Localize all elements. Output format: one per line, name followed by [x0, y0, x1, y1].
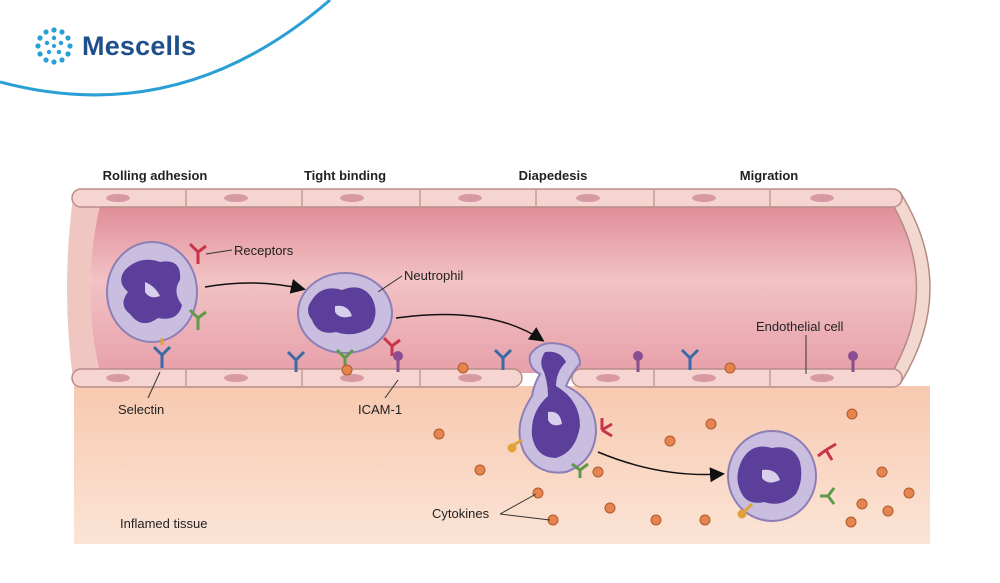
stage-title-tight-binding: Tight binding [304, 168, 386, 183]
receptor-red-4 [817, 442, 837, 461]
receptor-green-1 [188, 308, 207, 330]
brand-logo: Mescells [34, 26, 196, 66]
icam-molecule [393, 351, 403, 372]
receptor-yellow-4 [737, 502, 754, 519]
neutrophil-migration [727, 430, 817, 522]
cytokine-particles [433, 362, 915, 528]
receptor-red-2 [382, 336, 401, 356]
vessel-left-wall [67, 190, 100, 386]
label-cytokines: Cytokines [432, 506, 490, 521]
neutrophil-rolling [106, 241, 198, 343]
label-selectin: Selectin [118, 402, 164, 417]
cell-cluster-icon [35, 27, 73, 65]
migration-arrow-2 [395, 313, 545, 342]
label-icam: ICAM-1 [358, 402, 402, 417]
label-receptors: Receptors [234, 243, 294, 258]
leader-lines [147, 249, 807, 521]
stage-title-rolling-adhesion: Rolling adhesion [103, 168, 208, 183]
icam-wall-2 [848, 351, 858, 372]
migration-arrow-3 [597, 451, 725, 483]
blood-vessel-lumen [90, 205, 918, 373]
receptor-red-1 [188, 242, 207, 264]
receptor-green-4 [820, 487, 836, 505]
neutrophil-tight-binding [297, 272, 393, 354]
label-neutrophil: Neutrophil [404, 268, 463, 283]
migration-arrow-1 [204, 279, 306, 294]
neutrophil-diapedesis [518, 342, 598, 474]
receptor-green-3 [571, 462, 589, 478]
receptor-red-3 [600, 418, 613, 438]
stage-title-diapedesis: Diapedesis [519, 168, 588, 183]
receptor-yellow-3 [507, 438, 523, 453]
receptor-blue-wall-2 [680, 348, 700, 370]
label-inflamed-tissue: Inflamed tissue [120, 516, 207, 531]
cytokine [341, 364, 353, 376]
brand-name: Mescells [82, 30, 197, 61]
receptor-blue-wall-1 [493, 348, 513, 370]
endothelium-bottom [71, 368, 903, 388]
stage-title-migration: Migration [740, 168, 799, 183]
receptor-blue-2 [286, 350, 306, 372]
selectin-molecule [152, 338, 172, 368]
icam-wall-1 [633, 351, 643, 372]
endothelium-top [71, 188, 903, 208]
label-endothelial-cell: Endothelial cell [756, 319, 844, 334]
